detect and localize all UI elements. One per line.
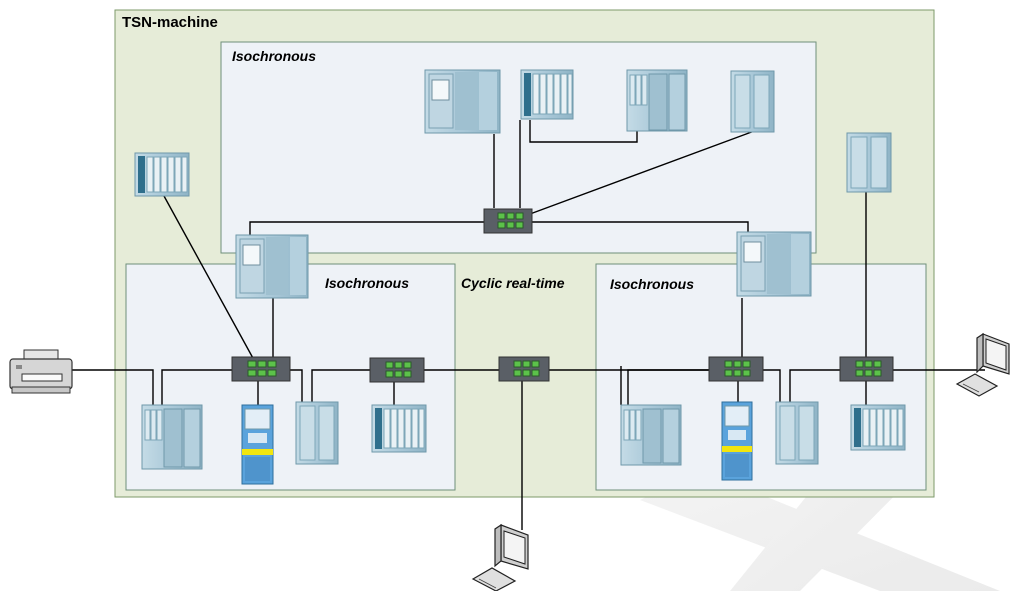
io-rack-right-b [850,404,906,451]
plc-cpu-left [235,234,309,299]
network-switch-left-2 [369,357,425,383]
io-rack-standalone-left [134,152,190,197]
tsn-machine-label: TSN-machine [122,14,218,31]
network-switch-top [483,208,533,234]
io-module-left [295,401,339,465]
drive-left [241,404,274,485]
io-rack-left-a [141,404,203,470]
computer-icon-bottom [471,523,529,591]
io-rack-top-1 [520,69,574,120]
isochronous-label-top: Isochronous [232,48,316,64]
printer-icon [9,349,73,394]
network-switch-middle [498,356,550,382]
computer-icon-right [955,332,1010,397]
drive-right [721,401,753,481]
io-module-top [730,70,775,133]
cyclic-real-time-label: Cyclic real-time [461,275,565,291]
network-switch-right-2 [839,356,894,382]
io-module-right [775,401,819,465]
io-rack-right-a [620,404,682,466]
network-switch-left-1 [231,356,291,382]
network-links [70,120,985,530]
network-switch-right-1 [708,356,764,382]
io-rack-left-b [371,404,427,453]
isochronous-label-left: Isochronous [325,275,409,291]
io-rack-top-2 [626,69,688,132]
isochronous-label-right: Isochronous [610,276,694,292]
plc-cpu-right [736,231,812,297]
plc-cpu-top [424,69,501,134]
io-module-standalone-right [846,132,892,193]
